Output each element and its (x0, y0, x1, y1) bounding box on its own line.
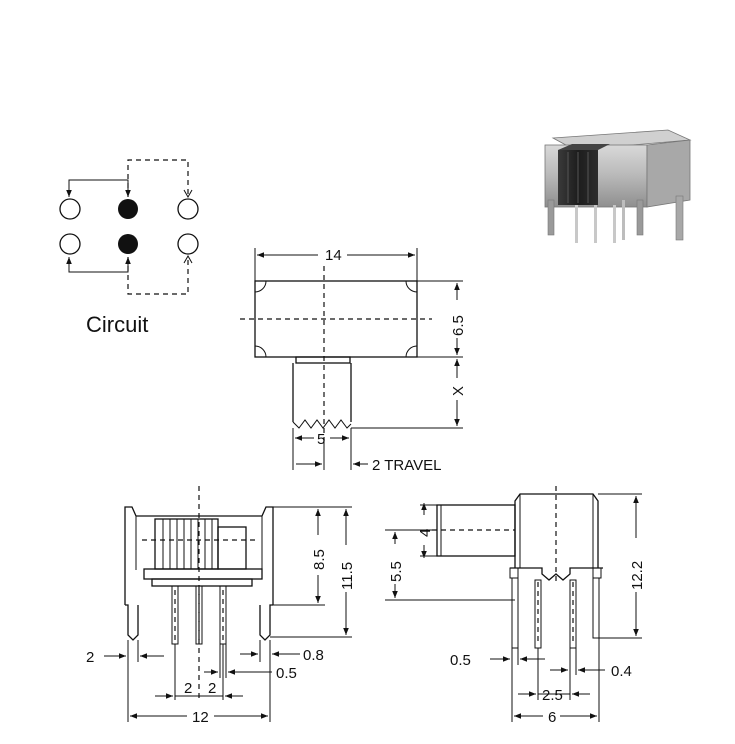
top-view: 14 6.5 X 5 2 TRAVEL (240, 247, 467, 474)
dim-12-2: 12.2 (629, 561, 646, 590)
dim-0-5: 0.5 (276, 665, 297, 682)
dim-pitch-2: 2 (208, 680, 216, 697)
circuit-alt-link-top (127, 159, 189, 197)
dim-8-5: 8.5 (311, 549, 328, 570)
circuit-common-terminal (118, 199, 138, 219)
dim-pitch-1: 2 (184, 680, 192, 697)
circuit-diagram: Circuit (59, 159, 199, 337)
actuator-break (292, 419, 352, 429)
circuit-label: Circuit (86, 312, 148, 337)
dim-4: 4 (417, 529, 434, 537)
dim-x: X (450, 386, 467, 396)
dim-11-5: 11.5 (339, 562, 356, 590)
dim-12: 12 (192, 709, 209, 726)
circuit-terminal (59, 233, 81, 255)
circuit-link-bottom (66, 257, 131, 273)
circuit-link-top (66, 179, 131, 197)
dim-5: 5 (317, 431, 325, 448)
circuit-common-terminal (118, 234, 138, 254)
front-slider (154, 518, 219, 570)
dim-0-8: 0.8 (303, 647, 324, 664)
dim-5-5: 5.5 (388, 561, 405, 582)
dim-side-0-5: 0.5 (450, 652, 471, 669)
dim-2-leg: 2 (86, 649, 94, 666)
dim-14: 14 (325, 247, 342, 264)
side-actuator (436, 504, 516, 557)
dim-travel: 2 TRAVEL (372, 457, 441, 474)
side-view: 4 5.5 12.2 0.5 0.4 2.5 6 (385, 486, 646, 726)
dim-2-5: 2.5 (542, 687, 563, 704)
actuator-base (295, 356, 351, 364)
slide-switch-photo (544, 129, 692, 243)
dim-0-4: 0.4 (611, 663, 632, 680)
front-view: 8.5 11.5 2 0.8 0.5 2 2 12 (86, 486, 356, 726)
circuit-terminal (177, 198, 199, 220)
dim-6: 6 (548, 709, 556, 726)
circuit-terminal (177, 233, 199, 255)
circuit-alt-link-bottom (127, 257, 189, 295)
circuit-terminal (59, 198, 81, 220)
dim-6-5: 6.5 (450, 315, 467, 336)
